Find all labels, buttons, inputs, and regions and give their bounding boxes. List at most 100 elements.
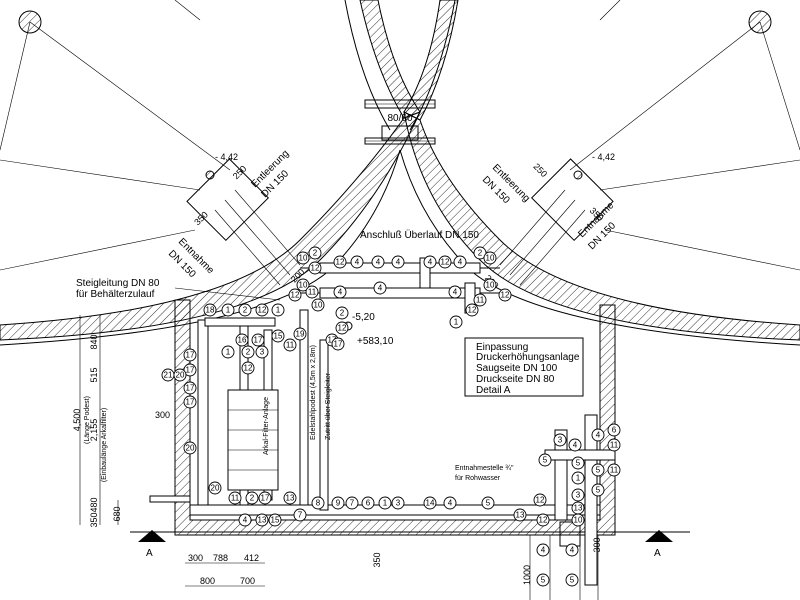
item-number-text: 5 <box>541 576 546 585</box>
level-520: -5,20 <box>352 312 375 323</box>
item-number-callout: 4 <box>453 255 467 269</box>
item-number-text: 1 <box>226 348 231 357</box>
item-number-text: 1 <box>226 306 231 315</box>
item-number-callout: 2 <box>241 345 255 359</box>
item-number-callout: 12 <box>241 361 255 375</box>
einpassung-box: Einpassung Druckerhöhungsanlage Saugseit… <box>464 337 584 397</box>
item-number-text: 12 <box>336 258 345 267</box>
item-number-text: 17 <box>328 336 337 345</box>
item-number-callout: 10 <box>296 251 310 265</box>
item-number-text: 4 <box>541 546 546 555</box>
item-number-callout: 12 <box>465 303 479 317</box>
item-number-text: 13 <box>286 494 295 503</box>
section-a-right: A <box>654 548 661 559</box>
pipe-80-60-label: 80/60 <box>387 113 412 124</box>
einpassung-1: Druckerhöhungsanlage <box>476 352 580 363</box>
item-number-text: 6 <box>612 426 617 435</box>
dim-350-v: 350 <box>89 512 99 527</box>
item-number-text: 5 <box>543 456 548 465</box>
dim-412: 412 <box>244 553 259 563</box>
item-number-callout: 10 <box>296 278 310 292</box>
item-number-text: 14 <box>426 499 435 508</box>
item-number-text: 2 <box>313 249 318 258</box>
item-number-text: 5 <box>596 466 601 475</box>
dim-480: 480 <box>89 497 99 512</box>
item-number-callout: 5 <box>536 573 550 587</box>
arkal-label: Arkal-Filter-Anlage <box>263 397 270 455</box>
item-number-callout: 11 <box>607 438 621 452</box>
einpassung-4: Detail A <box>476 385 511 396</box>
item-number-text: 4 <box>378 284 383 293</box>
item-number-callout: 19 <box>293 327 307 341</box>
top-walls: 80/60 <box>0 0 800 346</box>
item-number-callout: 11 <box>283 338 297 352</box>
item-number-text: 17 <box>186 398 195 407</box>
item-number-text: 15 <box>271 516 280 525</box>
item-number-text: 19 <box>296 330 305 339</box>
item-number-callout: 1 <box>221 345 235 359</box>
item-number-callout: 12 <box>335 321 349 335</box>
item-number-text: 11 <box>308 288 317 297</box>
item-number-text: 17 <box>186 384 195 393</box>
item-number-callout: 8 <box>311 496 325 510</box>
entnahmestelle-2: für Rohwasser <box>455 475 501 482</box>
zutritt-label: Zutritt über Steigleiter <box>325 372 332 440</box>
item-number-callout: 4 <box>591 428 605 442</box>
item-number-text: 20 <box>176 371 185 380</box>
item-number-callout: 1 <box>449 315 463 329</box>
item-number-callout: 13 <box>571 501 585 515</box>
item-number-callout: 17 <box>258 491 272 505</box>
item-number-text: 17 <box>186 366 195 375</box>
item-number-text: 5 <box>570 576 575 585</box>
steigleitung-2: für Behälterzulauf <box>76 289 155 300</box>
dim-300-b: 300 <box>188 553 203 563</box>
dim-680: 680 <box>112 506 122 521</box>
item-number-callout: 20 <box>173 368 187 382</box>
item-number-callout: 4 <box>443 496 457 510</box>
einpassung-0: Einpassung <box>476 342 528 353</box>
item-number-callout: 12 <box>308 261 322 275</box>
item-number-text: 7 <box>298 511 303 520</box>
item-number-callout: 5 <box>538 453 552 467</box>
item-number-text: 20 <box>211 484 220 493</box>
item-number-text: 6 <box>366 499 371 508</box>
item-number-text: 12 <box>468 306 477 315</box>
item-number-callout: 4 <box>238 513 252 527</box>
item-number-text: 12 <box>501 291 510 300</box>
item-number-text: 4 <box>596 431 601 440</box>
item-number-callout: 1 <box>378 496 392 510</box>
dim-250-left: 250 <box>231 163 249 181</box>
item-number-callout: 9 <box>331 496 345 510</box>
item-number-text: 2 <box>250 494 255 503</box>
edelstahl-label: Edelstahlpodest (4,5m x 2,8m) <box>310 345 317 440</box>
item-number-callout: 1 <box>571 471 585 485</box>
item-number-text: 17 <box>261 494 270 503</box>
item-number-callout: 4 <box>423 255 437 269</box>
item-number-text: 12 <box>291 291 300 300</box>
item-number-text: 3 <box>576 491 581 500</box>
item-number-text: 17 <box>186 351 195 360</box>
item-number-text: 4 <box>243 516 248 525</box>
left-dimensions: 4,500 (Länge Podest) 2,155 (Einbaulänge … <box>72 315 170 528</box>
item-number-callout: 10 <box>311 298 325 312</box>
laenge-podest: (Länge Podest) <box>84 396 91 444</box>
item-number-text: 11 <box>610 466 619 475</box>
item-number-callout: 5 <box>565 573 579 587</box>
item-number-callout: 2 <box>335 306 349 320</box>
bottom-dimensions: 300 788 412 800 700 350 1000 300 <box>185 537 602 587</box>
item-number-text: 2 <box>243 306 248 315</box>
item-number-callout: 18 <box>203 303 217 317</box>
dim-800: 800 <box>200 576 215 586</box>
item-number-callout: 17 <box>183 348 197 362</box>
steigleitung-1: Steigleitung DN 80 <box>76 278 160 289</box>
item-number-text: 11 <box>286 341 295 350</box>
item-number-text: 11 <box>610 441 619 450</box>
item-number-callout: 6 <box>607 423 621 437</box>
item-number-callout: 2 <box>245 491 259 505</box>
item-number-callout: 3 <box>553 433 567 447</box>
item-number-text: 17 <box>334 340 343 349</box>
item-number-text: 10 <box>299 281 308 290</box>
entnahmestelle-1: Entnahmestelle ¾" <box>455 465 514 472</box>
item-number-callout: 3 <box>255 345 269 359</box>
dim-2155: 2,155 <box>89 419 99 442</box>
